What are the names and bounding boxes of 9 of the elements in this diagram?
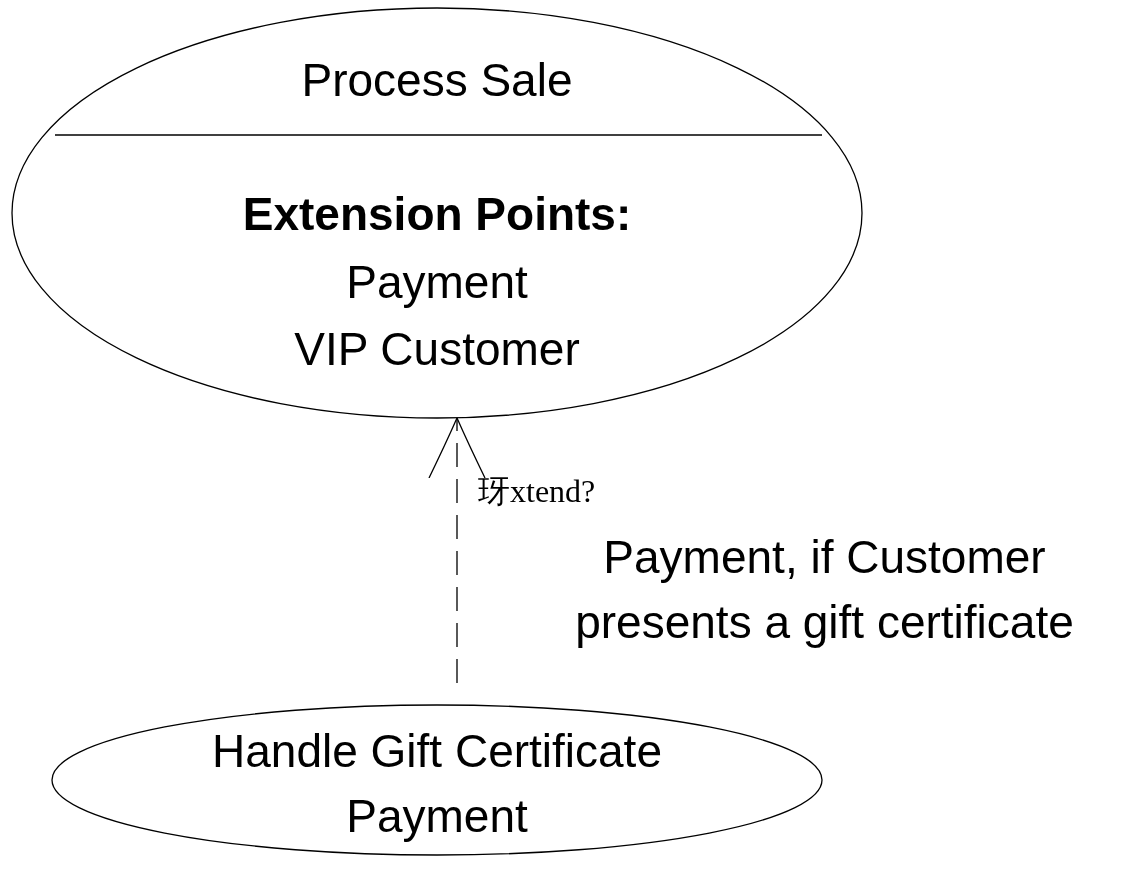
use-case-name: Process Sale xyxy=(300,54,574,106)
use-case-name: Handle Gift Certificate Payment xyxy=(211,724,663,844)
condition-note: Payment, if Customer presents a gift certificate xyxy=(574,530,1075,650)
use-case-ellipse xyxy=(52,705,822,855)
extension-point: Payment xyxy=(345,256,529,308)
section-heading: Extension Points: xyxy=(241,188,633,240)
edge-label: 玡xtend? xyxy=(478,472,596,511)
extension-point: VIP Customer xyxy=(293,323,581,375)
use-case-ellipse xyxy=(12,8,862,418)
